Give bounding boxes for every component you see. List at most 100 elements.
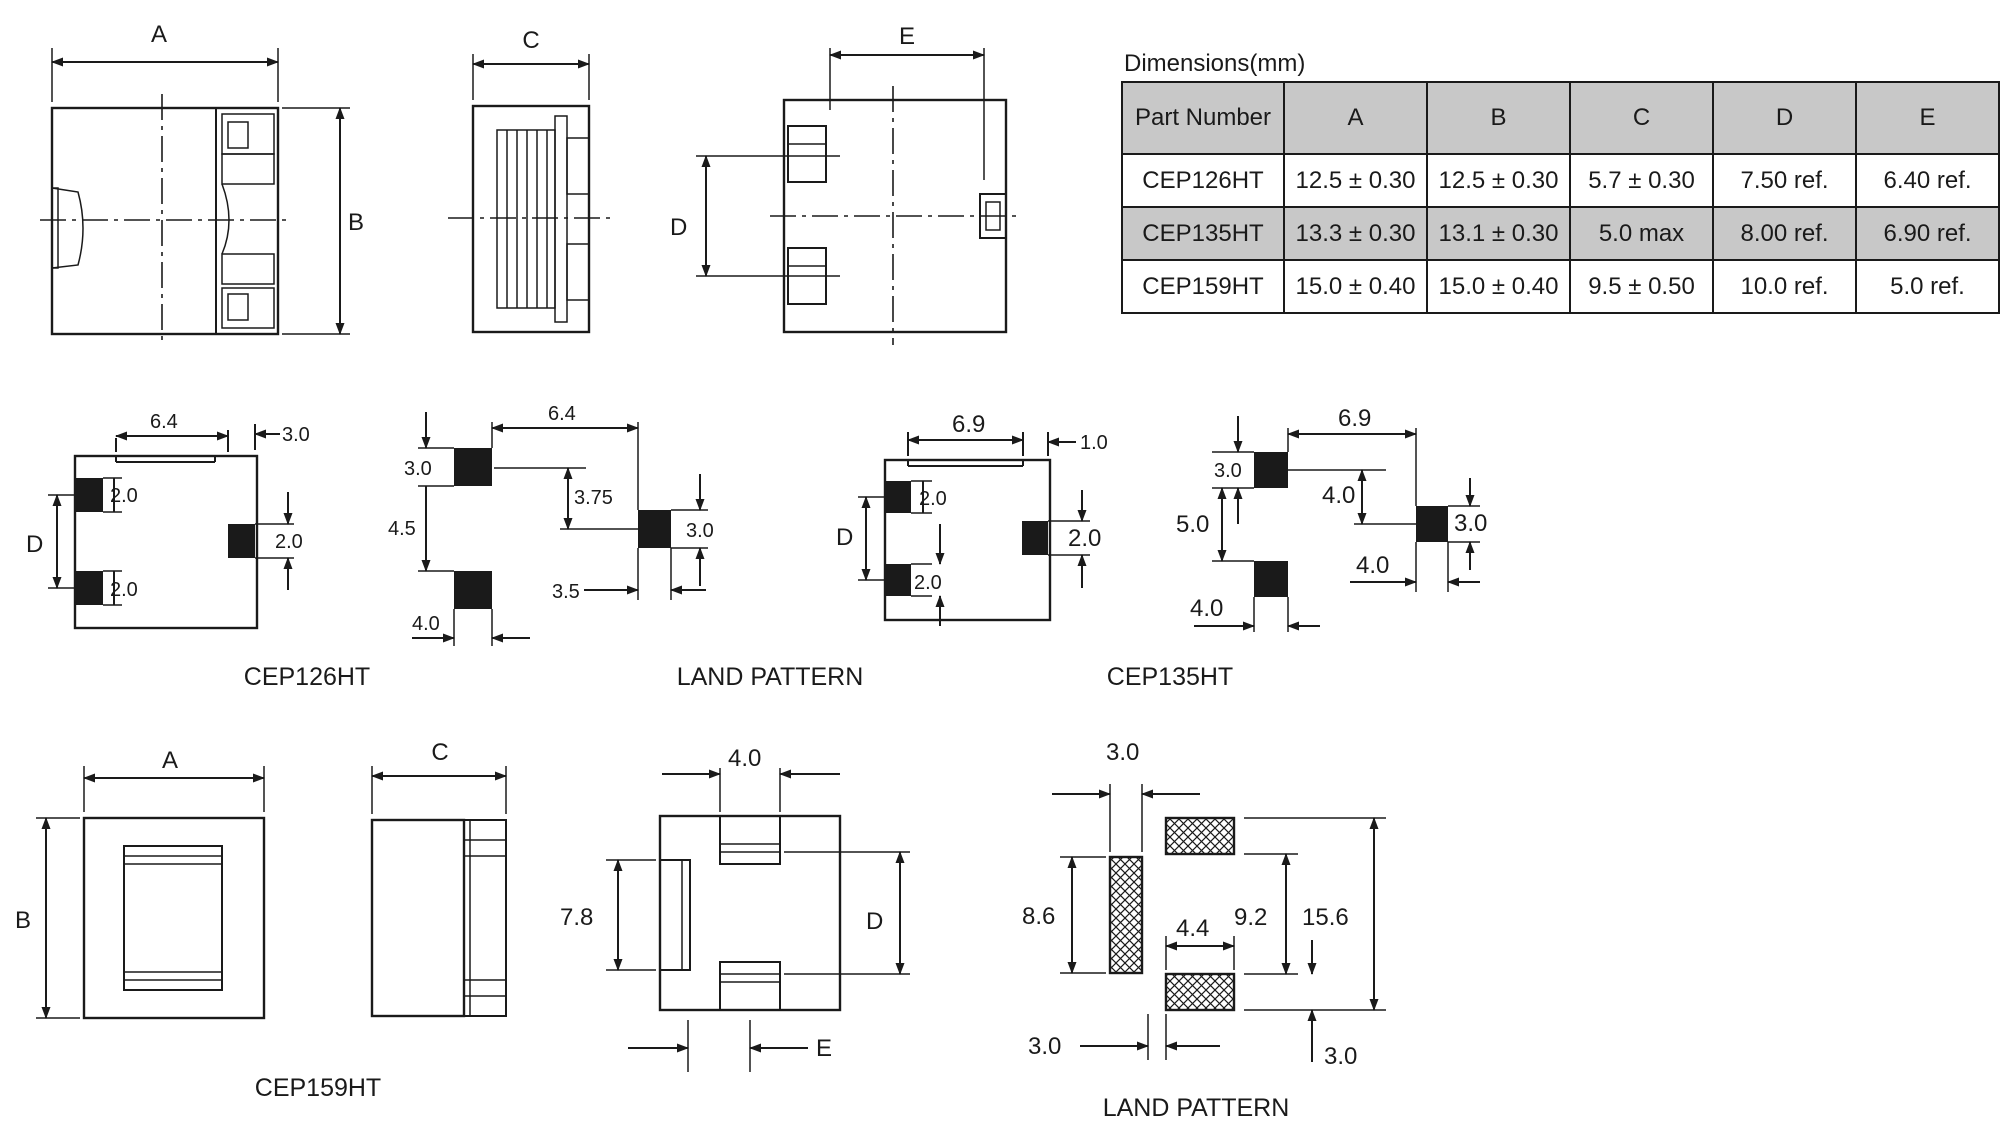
land-pad [454, 571, 492, 609]
cell-a: 15.0 ± 0.40 [1283, 259, 1428, 314]
land3-bottom-left: 3.0 [1028, 1033, 1061, 1060]
land2-pitch: 5.0 [1176, 511, 1209, 538]
land2-pad-h: 3.0 [1214, 460, 1242, 482]
land-pad [638, 510, 671, 548]
table-header-row: Part Number A B C D E [1121, 81, 2000, 155]
dimensions-table: Part Number A B C D E CEP126HT 12.5 ± 0.… [1121, 81, 2000, 314]
cep135-d: D [836, 524, 853, 551]
land2-pad-h-right: 3.0 [1454, 510, 1487, 537]
cep159-caption: CEP159HT [255, 1074, 381, 1102]
cep135-caption: CEP135HT [1107, 663, 1233, 691]
land2-pad-w: 4.0 [1190, 595, 1223, 622]
table-row: CEP126HT 12.5 ± 0.30 12.5 ± 0.30 5.7 ± 0… [1121, 153, 2000, 208]
cell-a: 12.5 ± 0.30 [1283, 153, 1428, 208]
cell-a: 13.3 ± 0.30 [1283, 206, 1428, 261]
land-pattern-2: 6.9 3.0 5.0 4.0 3.0 4.0 4.0 [1176, 405, 1487, 632]
header-b: B [1426, 81, 1571, 155]
label-a: A [151, 21, 167, 48]
cep159-label-d: D [866, 908, 883, 935]
cell-part: CEP126HT [1121, 153, 1285, 208]
land3-caption: LAND PATTERN [1103, 1094, 1290, 1122]
land-pattern-1: 6.4 3.0 4.5 3.75 3.0 3.5 4.0 LAND PATTER… [388, 403, 863, 691]
land2-pad-w-right: 4.0 [1356, 552, 1389, 579]
land1-offset: 3.75 [574, 487, 613, 509]
cep159-label-b: B [15, 907, 31, 934]
cep135-footprint: 2.0 2.0 D 6.9 1.0 2.0 CEP135HT [836, 411, 1233, 691]
cep135-pad-right: 2.0 [1068, 525, 1101, 552]
label-c: C [522, 27, 539, 54]
land2-offset: 4.0 [1322, 482, 1355, 509]
cep159-side-body [370, 818, 466, 1018]
table-row: CEP159HT 15.0 ± 0.40 15.0 ± 0.40 9.5 ± 0… [1121, 259, 2000, 314]
cell-c: 5.0 max [1569, 206, 1714, 261]
cell-b: 15.0 ± 0.40 [1426, 259, 1571, 314]
side-view: C [448, 27, 614, 334]
land-pad [1164, 972, 1236, 1012]
cep159-label-a: A [162, 747, 178, 774]
terminal-pad [787, 125, 827, 183]
front-view-body [50, 106, 280, 336]
cep126-pad-bottom: 2.0 [110, 579, 138, 601]
land1-pitch: 4.5 [388, 518, 416, 540]
land1-pad-h: 3.0 [404, 458, 432, 480]
land-pad [1254, 561, 1288, 597]
cell-e: 6.40 ref. [1855, 153, 2000, 208]
cep135-pad-top: 2.0 [919, 488, 947, 510]
land3-left-w: 3.0 [1106, 739, 1139, 766]
land3-inner: 9.2 [1234, 904, 1267, 931]
cep135-w: 6.9 [952, 411, 985, 438]
terminal-pad [659, 859, 691, 971]
land1-w: 6.4 [548, 403, 576, 425]
cep135-pad-bottom: 2.0 [914, 572, 942, 594]
cep126-body [73, 454, 259, 630]
land2-w: 6.9 [1338, 405, 1371, 432]
label-e: E [899, 23, 915, 50]
land1-pad-h-right: 3.0 [686, 520, 714, 542]
land3-pad-w: 4.4 [1176, 915, 1209, 942]
terminal-pad [75, 571, 103, 605]
land1-pad-w: 4.0 [412, 613, 440, 635]
header-part-number: Part Number [1121, 81, 1285, 155]
dimensions-table-title: Dimensions(mm) [1124, 50, 1306, 77]
terminal-pad [719, 961, 781, 1011]
cell-e: 6.90 ref. [1855, 206, 2000, 261]
label-d: D [670, 214, 687, 241]
front-view: A B [40, 21, 364, 345]
cep126-gap: 3.0 [282, 424, 310, 446]
cep159-bottom-view: 4.0 7.8 D E [560, 745, 910, 1072]
land1-pad-w-right: 3.5 [552, 581, 580, 603]
terminal-pad [885, 564, 911, 596]
cell-b: 13.1 ± 0.30 [1426, 206, 1571, 261]
cep159-height: 7.8 [560, 904, 593, 931]
cep126-pad-top: 2.0 [110, 485, 138, 507]
cep159-bottom-body [658, 814, 842, 1012]
terminal-pad [885, 481, 911, 513]
cell-b: 12.5 ± 0.30 [1426, 153, 1571, 208]
cell-d: 10.0 ref. [1712, 259, 1857, 314]
cep159-pad-w: 4.0 [728, 745, 761, 772]
terminal-pad [75, 478, 103, 512]
cell-e: 5.0 ref. [1855, 259, 2000, 314]
bottom-view: E D [670, 23, 1020, 345]
cep159-side-view: C CEP159HT [255, 739, 507, 1102]
side-view-body [471, 104, 591, 334]
cep135-gap: 1.0 [1080, 432, 1108, 454]
header-e: E [1855, 81, 2000, 155]
label-b: B [348, 209, 364, 236]
front-view-notch [51, 187, 84, 269]
cell-c: 9.5 ± 0.50 [1569, 259, 1714, 314]
cell-d: 8.00 ref. [1712, 206, 1857, 261]
land1-caption: LAND PATTERN [677, 663, 864, 691]
land3-outer: 15.6 [1302, 904, 1349, 931]
land-pad [454, 448, 492, 486]
cep159-label-e: E [816, 1035, 832, 1062]
cep159-label-c: C [431, 739, 448, 766]
land-pad [1164, 816, 1236, 856]
terminal-pad [228, 524, 255, 558]
cep159-body [82, 816, 266, 1020]
header-c: C [1569, 81, 1714, 155]
cep126-caption: CEP126HT [244, 663, 370, 691]
land-pad [1108, 855, 1144, 975]
terminal-pad [1022, 521, 1048, 555]
